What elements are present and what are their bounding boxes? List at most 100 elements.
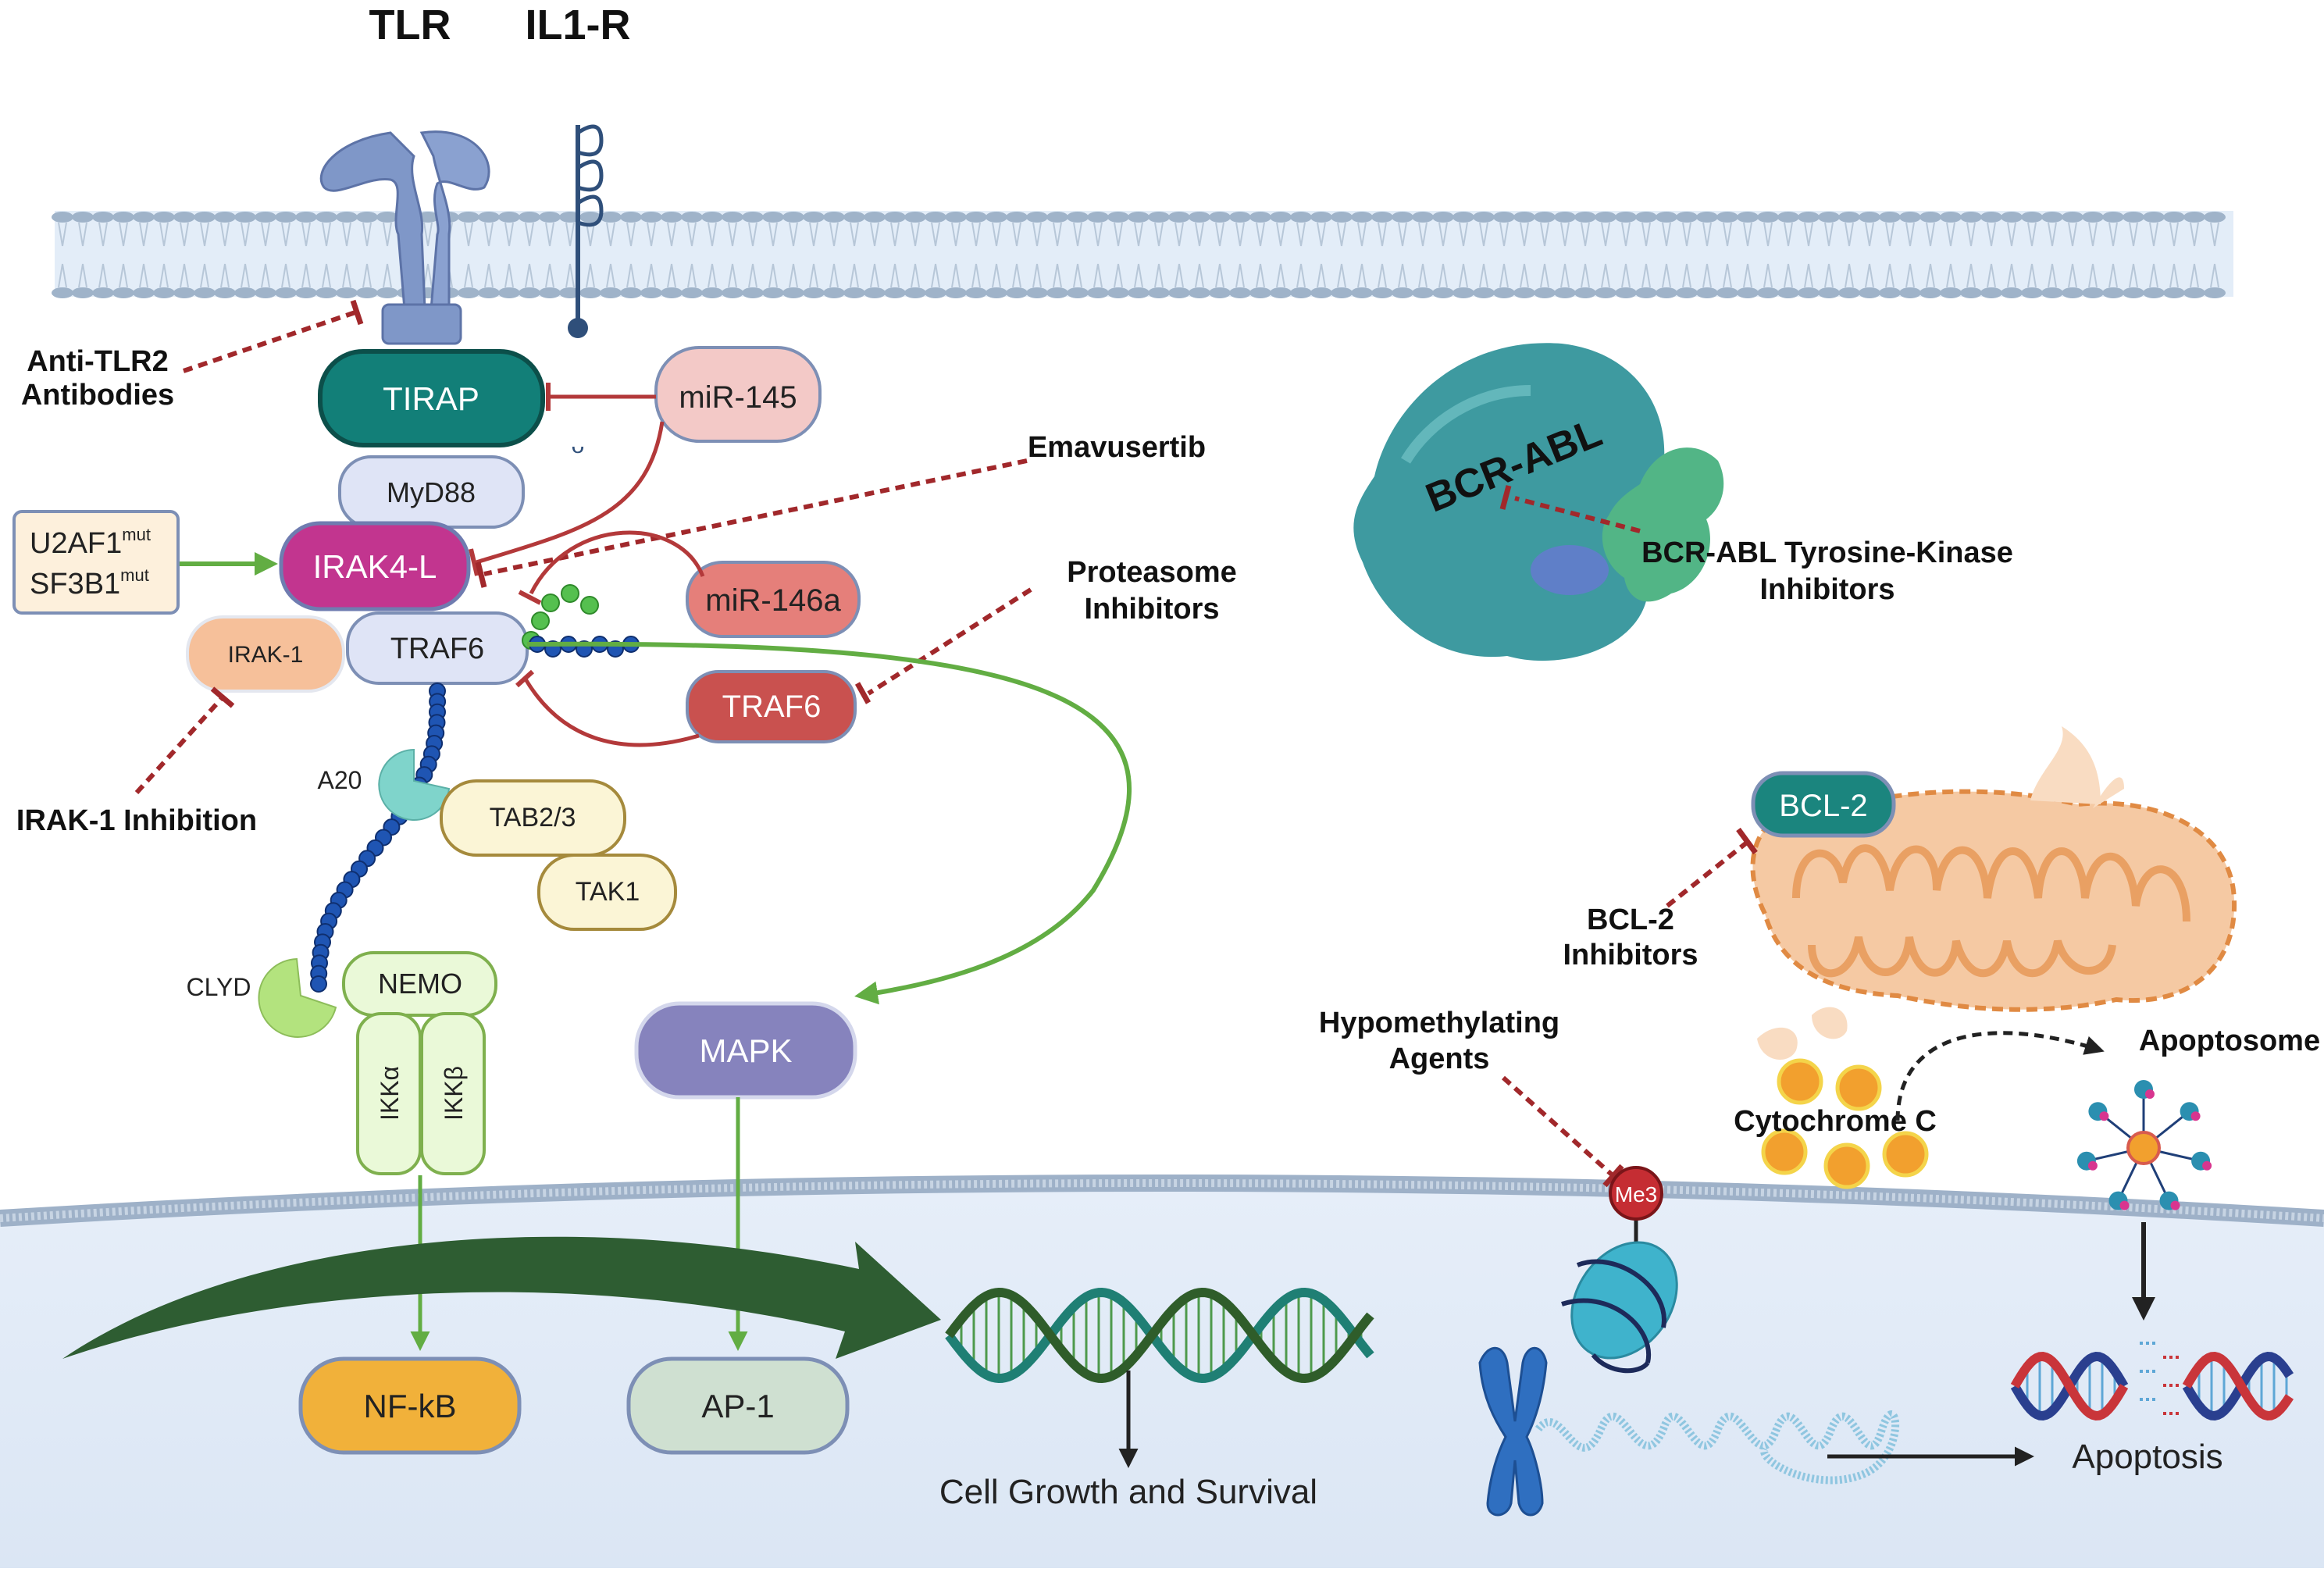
ikkb-label: IKKβ <box>440 1066 468 1121</box>
lipid-tail <box>200 263 209 288</box>
lipid-head <box>92 287 114 298</box>
lipid-tail <box>911 222 920 247</box>
lipid-tail <box>606 263 615 288</box>
chromosome-icon <box>1478 1346 1548 1517</box>
lipid-tail <box>2169 222 2179 247</box>
lipid-head <box>173 212 195 223</box>
lipid-head <box>762 212 784 223</box>
lipid-tail <box>1134 222 1143 247</box>
lipid-head <box>173 287 195 298</box>
bcr-abl-tki-inhibition-bar <box>1499 485 1512 510</box>
proteasome-label-1: Proteasome <box>1067 556 1237 589</box>
lipid-head <box>681 212 703 223</box>
lipid-head <box>2204 287 2226 298</box>
lipid-head <box>1168 212 1190 223</box>
lipid-head <box>478 287 500 298</box>
lipid-head <box>1290 287 1312 298</box>
lipid-head <box>661 212 683 223</box>
ap1-label: AP-1 <box>701 1388 774 1424</box>
lipid-tail <box>1317 222 1326 247</box>
lipid-head <box>1777 212 1799 223</box>
lipid-head <box>1270 287 1292 298</box>
lipid-head <box>701 212 723 223</box>
lipid-head <box>295 212 317 223</box>
lipid-tail <box>789 222 798 247</box>
lipid-tail <box>1114 222 1123 247</box>
lipid-head <box>1899 287 1921 298</box>
anti-tlr2-label-2: Antibodies <box>21 379 174 412</box>
lipid-head <box>1189 212 1210 223</box>
lipid-head <box>823 212 845 223</box>
lipid-tail <box>464 222 473 247</box>
dna-strand <box>945 1287 1374 1384</box>
lipid-head <box>640 212 662 223</box>
lipid-head <box>478 212 500 223</box>
lipid-tail <box>261 263 270 288</box>
lipid-tail <box>1520 222 1529 247</box>
lipid-head <box>295 287 317 298</box>
mapk-label: MAPK <box>699 1032 792 1069</box>
lipid-head <box>153 212 175 223</box>
proteasome-inhibition-bar <box>854 682 872 704</box>
lipid-head <box>1331 287 1353 298</box>
lipid-head <box>519 287 540 298</box>
lipid-tail <box>1398 222 1407 247</box>
lipid-tail <box>1946 263 1955 288</box>
lipid-head <box>803 212 825 223</box>
lipid-head <box>275 212 297 223</box>
lipid-head <box>2163 212 2185 223</box>
lipid-tail <box>241 222 250 247</box>
lipid-tail <box>565 263 575 288</box>
tlr-receptor-icon <box>319 130 490 345</box>
lipid-head <box>1046 212 1068 223</box>
lipid-tail <box>1438 222 1448 247</box>
lipid-tail <box>281 263 290 288</box>
lipid-tail <box>525 222 534 247</box>
lipid-tail <box>1641 222 1651 247</box>
lipid-tail <box>951 263 961 288</box>
lipid-tail <box>1174 263 1184 288</box>
lipid-tail <box>139 222 148 247</box>
lipid-tail <box>1987 222 1996 247</box>
lipid-head <box>1412 212 1434 223</box>
lipid-tail <box>1438 263 1448 288</box>
lipid-tail <box>1723 222 1732 247</box>
splicing-mutation-box <box>12 510 180 615</box>
lipid-head <box>92 212 114 223</box>
lipid-tail <box>565 222 575 247</box>
lipid-tail <box>464 263 473 288</box>
lipid-tail <box>1946 222 1955 247</box>
il1r-label: IL1-R <box>526 2 631 48</box>
lipid-head <box>1432 287 1454 298</box>
traf6-red-label: TRAF6 <box>722 690 822 724</box>
broken-dna-icon <box>2010 1342 2294 1421</box>
lipid-head <box>194 287 216 298</box>
lipid-tail <box>1885 263 1894 288</box>
lipid-head <box>1452 212 1474 223</box>
lipid-head <box>986 212 1007 223</box>
lipid-tail <box>241 263 250 288</box>
myd88-label: MyD88 <box>387 476 476 508</box>
lipid-head <box>681 287 703 298</box>
lipid-head <box>458 287 479 298</box>
lipid-tail <box>1418 222 1428 247</box>
lipid-tail <box>870 222 879 247</box>
lipid-tail <box>1337 222 1346 247</box>
lipid-tail <box>180 222 189 247</box>
lipid-tail <box>2027 222 2037 247</box>
lipid-tail <box>1093 263 1103 288</box>
lipid-tail <box>1804 222 1813 247</box>
lipid-tail <box>1905 263 1915 288</box>
lipid-tail <box>1662 222 1671 247</box>
lipid-heads-top <box>52 212 2226 247</box>
hypomethylating-inhibition-line <box>1502 1075 1614 1178</box>
tab23-box <box>440 779 626 857</box>
lipid-tail <box>1093 222 1103 247</box>
lipid-head <box>2021 212 2043 223</box>
lipid-tail <box>2149 222 2158 247</box>
sf3b1-label: SF3B1mut <box>30 565 149 601</box>
lipid-head <box>1270 212 1292 223</box>
dna-loop-strand <box>1535 1410 1900 1485</box>
lipid-head <box>1859 212 1880 223</box>
lipid-tail <box>1845 263 1854 288</box>
